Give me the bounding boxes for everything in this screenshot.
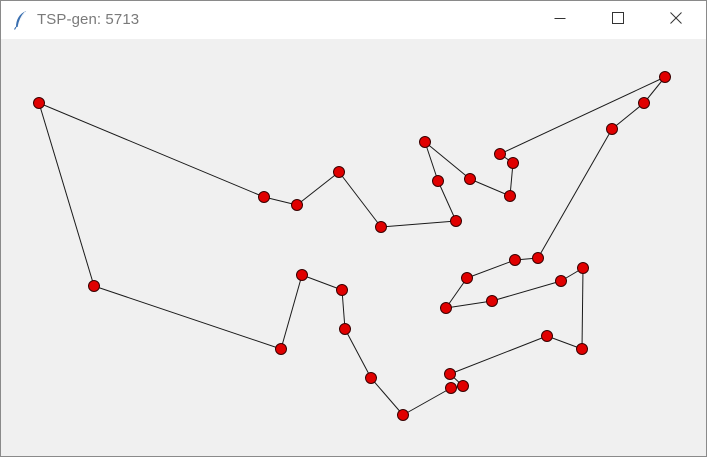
tour-edge (38, 102, 95, 287)
city-node (33, 97, 45, 109)
tour-graph (33, 71, 671, 421)
city-node (577, 262, 589, 274)
city-node (339, 323, 351, 335)
tour-edge (499, 76, 666, 155)
city-node (375, 221, 387, 233)
city-node (440, 302, 452, 314)
city-node (397, 409, 409, 421)
city-node (336, 284, 348, 296)
tour-edge (424, 141, 471, 180)
city-node (532, 252, 544, 264)
city-node (457, 380, 469, 392)
city-node (606, 123, 618, 135)
city-node (88, 280, 100, 292)
city-node (445, 382, 457, 394)
city-node (509, 254, 521, 266)
city-node (461, 272, 473, 284)
tour-edge (437, 180, 457, 222)
tour-edge (380, 220, 457, 228)
minimize-button[interactable] (531, 1, 589, 39)
tour-edge (466, 259, 516, 279)
city-node (419, 136, 431, 148)
city-node (333, 166, 345, 178)
tour-edge (370, 377, 404, 416)
city-node (638, 97, 650, 109)
tour-edge (546, 335, 583, 350)
city-node (659, 71, 671, 83)
feather-icon (13, 10, 29, 30)
city-node (507, 157, 519, 169)
tour-edge (338, 171, 382, 228)
tour-canvas[interactable] (1, 39, 706, 456)
minimize-icon (554, 11, 566, 29)
title-bar[interactable]: TSP-gen: 5713 (1, 1, 706, 39)
city-node (541, 330, 553, 342)
tour-edge (301, 274, 343, 291)
city-node (494, 148, 506, 160)
tour-edge (469, 178, 511, 197)
city-node (296, 269, 308, 281)
tour-edge (611, 102, 645, 130)
tour-edge (93, 285, 282, 350)
close-icon (670, 11, 682, 29)
city-node (432, 175, 444, 187)
tour-edge (537, 128, 613, 259)
tour-edge (280, 274, 303, 350)
tour-edge (445, 300, 493, 309)
city-node (464, 173, 476, 185)
city-node (576, 343, 588, 355)
tour-edge (38, 102, 265, 198)
tour-edge (491, 280, 562, 302)
city-node (504, 190, 516, 202)
window-title: TSP-gen: 5713 (37, 11, 140, 28)
maximize-button[interactable] (589, 1, 647, 39)
close-button[interactable] (647, 1, 705, 39)
tour-edge (341, 289, 346, 330)
tour-edge (424, 141, 439, 182)
city-node (450, 215, 462, 227)
tour-edge (581, 267, 584, 350)
city-node (444, 368, 456, 380)
city-node (486, 295, 498, 307)
tour-edge (344, 328, 372, 379)
city-node (555, 275, 567, 287)
tour-edge (445, 277, 468, 309)
city-node (275, 343, 287, 355)
tour-edge (402, 387, 452, 416)
tour-edge (449, 335, 548, 375)
city-node (291, 199, 303, 211)
city-node (365, 372, 377, 384)
maximize-icon (612, 11, 624, 29)
tour-edge (296, 171, 340, 206)
city-node (258, 191, 270, 203)
